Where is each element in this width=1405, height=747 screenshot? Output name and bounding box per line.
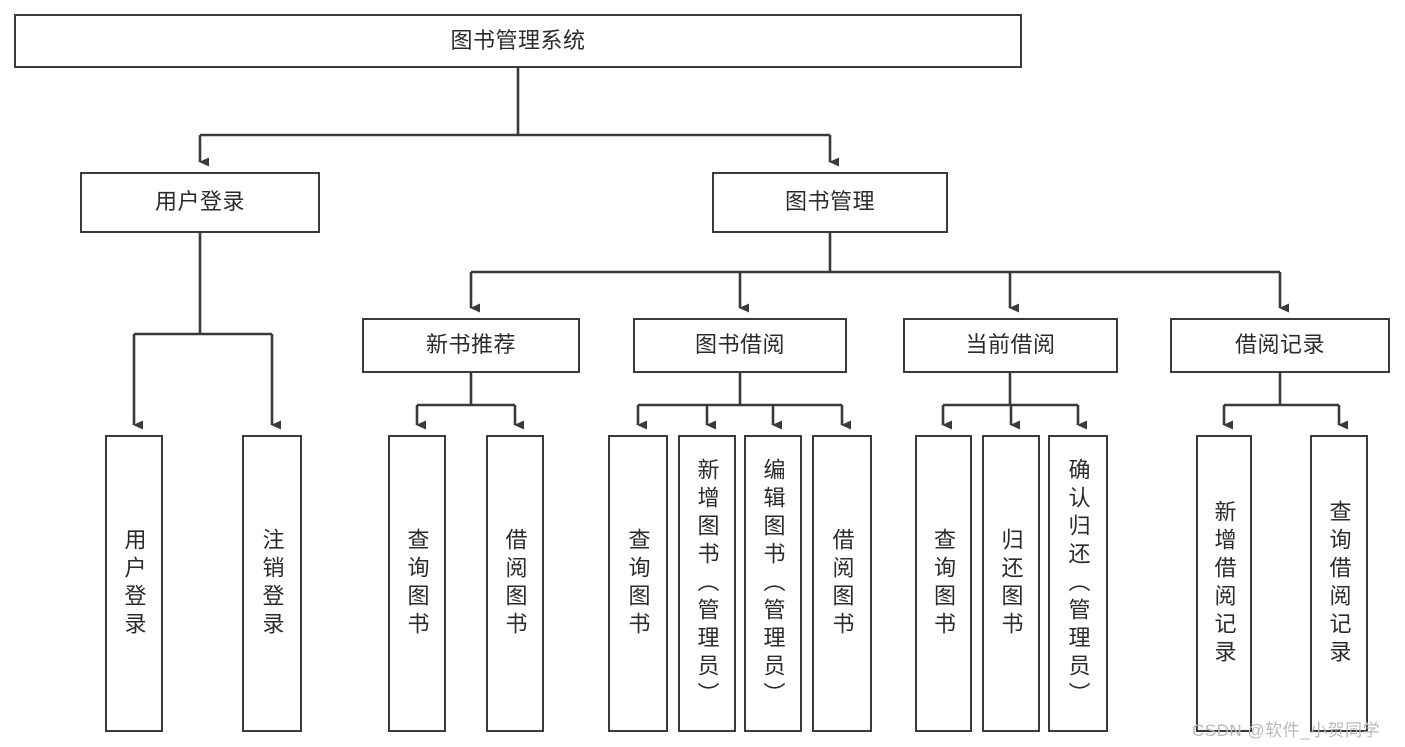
leaf-borrow-query-book[interactable]: 查询图书 [608, 435, 668, 732]
leaf-borrow-borrow-book-label: 借阅图书 [829, 527, 855, 640]
leaf-current-return-book[interactable]: 归还图书 [982, 435, 1040, 732]
leaf-record-query-record-label: 查询借阅记录 [1326, 499, 1352, 668]
node-user-login-label: 用户登录 [154, 189, 245, 215]
leaf-user-login[interactable]: 用户登录 [105, 435, 163, 732]
leaf-record-query-record[interactable]: 查询借阅记录 [1310, 435, 1368, 732]
node-user-login[interactable]: 用户登录 [80, 172, 320, 233]
node-borrow-record-label: 借阅记录 [1234, 332, 1325, 358]
node-current-borrow[interactable]: 当前借阅 [903, 318, 1118, 373]
leaf-borrow-edit-book-admin[interactable]: 编辑图书（管理员） [744, 435, 802, 732]
node-book-borrow[interactable]: 图书借阅 [633, 318, 847, 373]
leaf-borrow-query-book-label: 查询图书 [625, 527, 651, 640]
leaf-newbook-query-book-label: 查询图书 [404, 527, 430, 640]
node-book-borrow-label: 图书借阅 [694, 332, 785, 358]
leaf-current-confirm-return-admin[interactable]: 确认归还（管理员） [1048, 435, 1108, 732]
node-book-management-label: 图书管理 [784, 189, 875, 215]
leaf-current-return-book-label: 归还图书 [998, 527, 1024, 640]
leaf-borrow-borrow-book[interactable]: 借阅图书 [812, 435, 872, 732]
leaf-newbook-borrow-book-label: 借阅图书 [502, 527, 528, 640]
leaf-current-query-book-label: 查询图书 [931, 527, 957, 640]
node-new-book-recommend-label: 新书推荐 [425, 332, 516, 358]
leaf-current-query-book[interactable]: 查询图书 [915, 435, 972, 732]
leaf-user-logout[interactable]: 注销登录 [242, 435, 302, 732]
leaf-newbook-query-book[interactable]: 查询图书 [388, 435, 446, 732]
leaf-borrow-edit-book-admin-label: 编辑图书（管理员） [760, 457, 786, 710]
leaf-record-add-record[interactable]: 新增借阅记录 [1196, 435, 1252, 732]
node-new-book-recommend[interactable]: 新书推荐 [362, 318, 580, 373]
leaf-user-logout-label: 注销登录 [259, 527, 285, 640]
node-book-management[interactable]: 图书管理 [712, 172, 948, 233]
leaf-borrow-add-book-admin[interactable]: 新增图书（管理员） [678, 435, 736, 732]
node-borrow-record[interactable]: 借阅记录 [1170, 318, 1390, 373]
leaf-borrow-add-book-admin-label: 新增图书（管理员） [694, 457, 720, 710]
leaf-record-add-record-label: 新增借阅记录 [1211, 499, 1237, 668]
leaf-user-login-label: 用户登录 [121, 527, 147, 640]
leaf-newbook-borrow-book[interactable]: 借阅图书 [486, 435, 544, 732]
node-root[interactable]: 图书管理系统 [14, 14, 1022, 68]
node-current-borrow-label: 当前借阅 [965, 332, 1056, 358]
node-root-label: 图书管理系统 [450, 27, 586, 53]
leaf-current-confirm-return-admin-label: 确认归还（管理员） [1065, 457, 1091, 710]
